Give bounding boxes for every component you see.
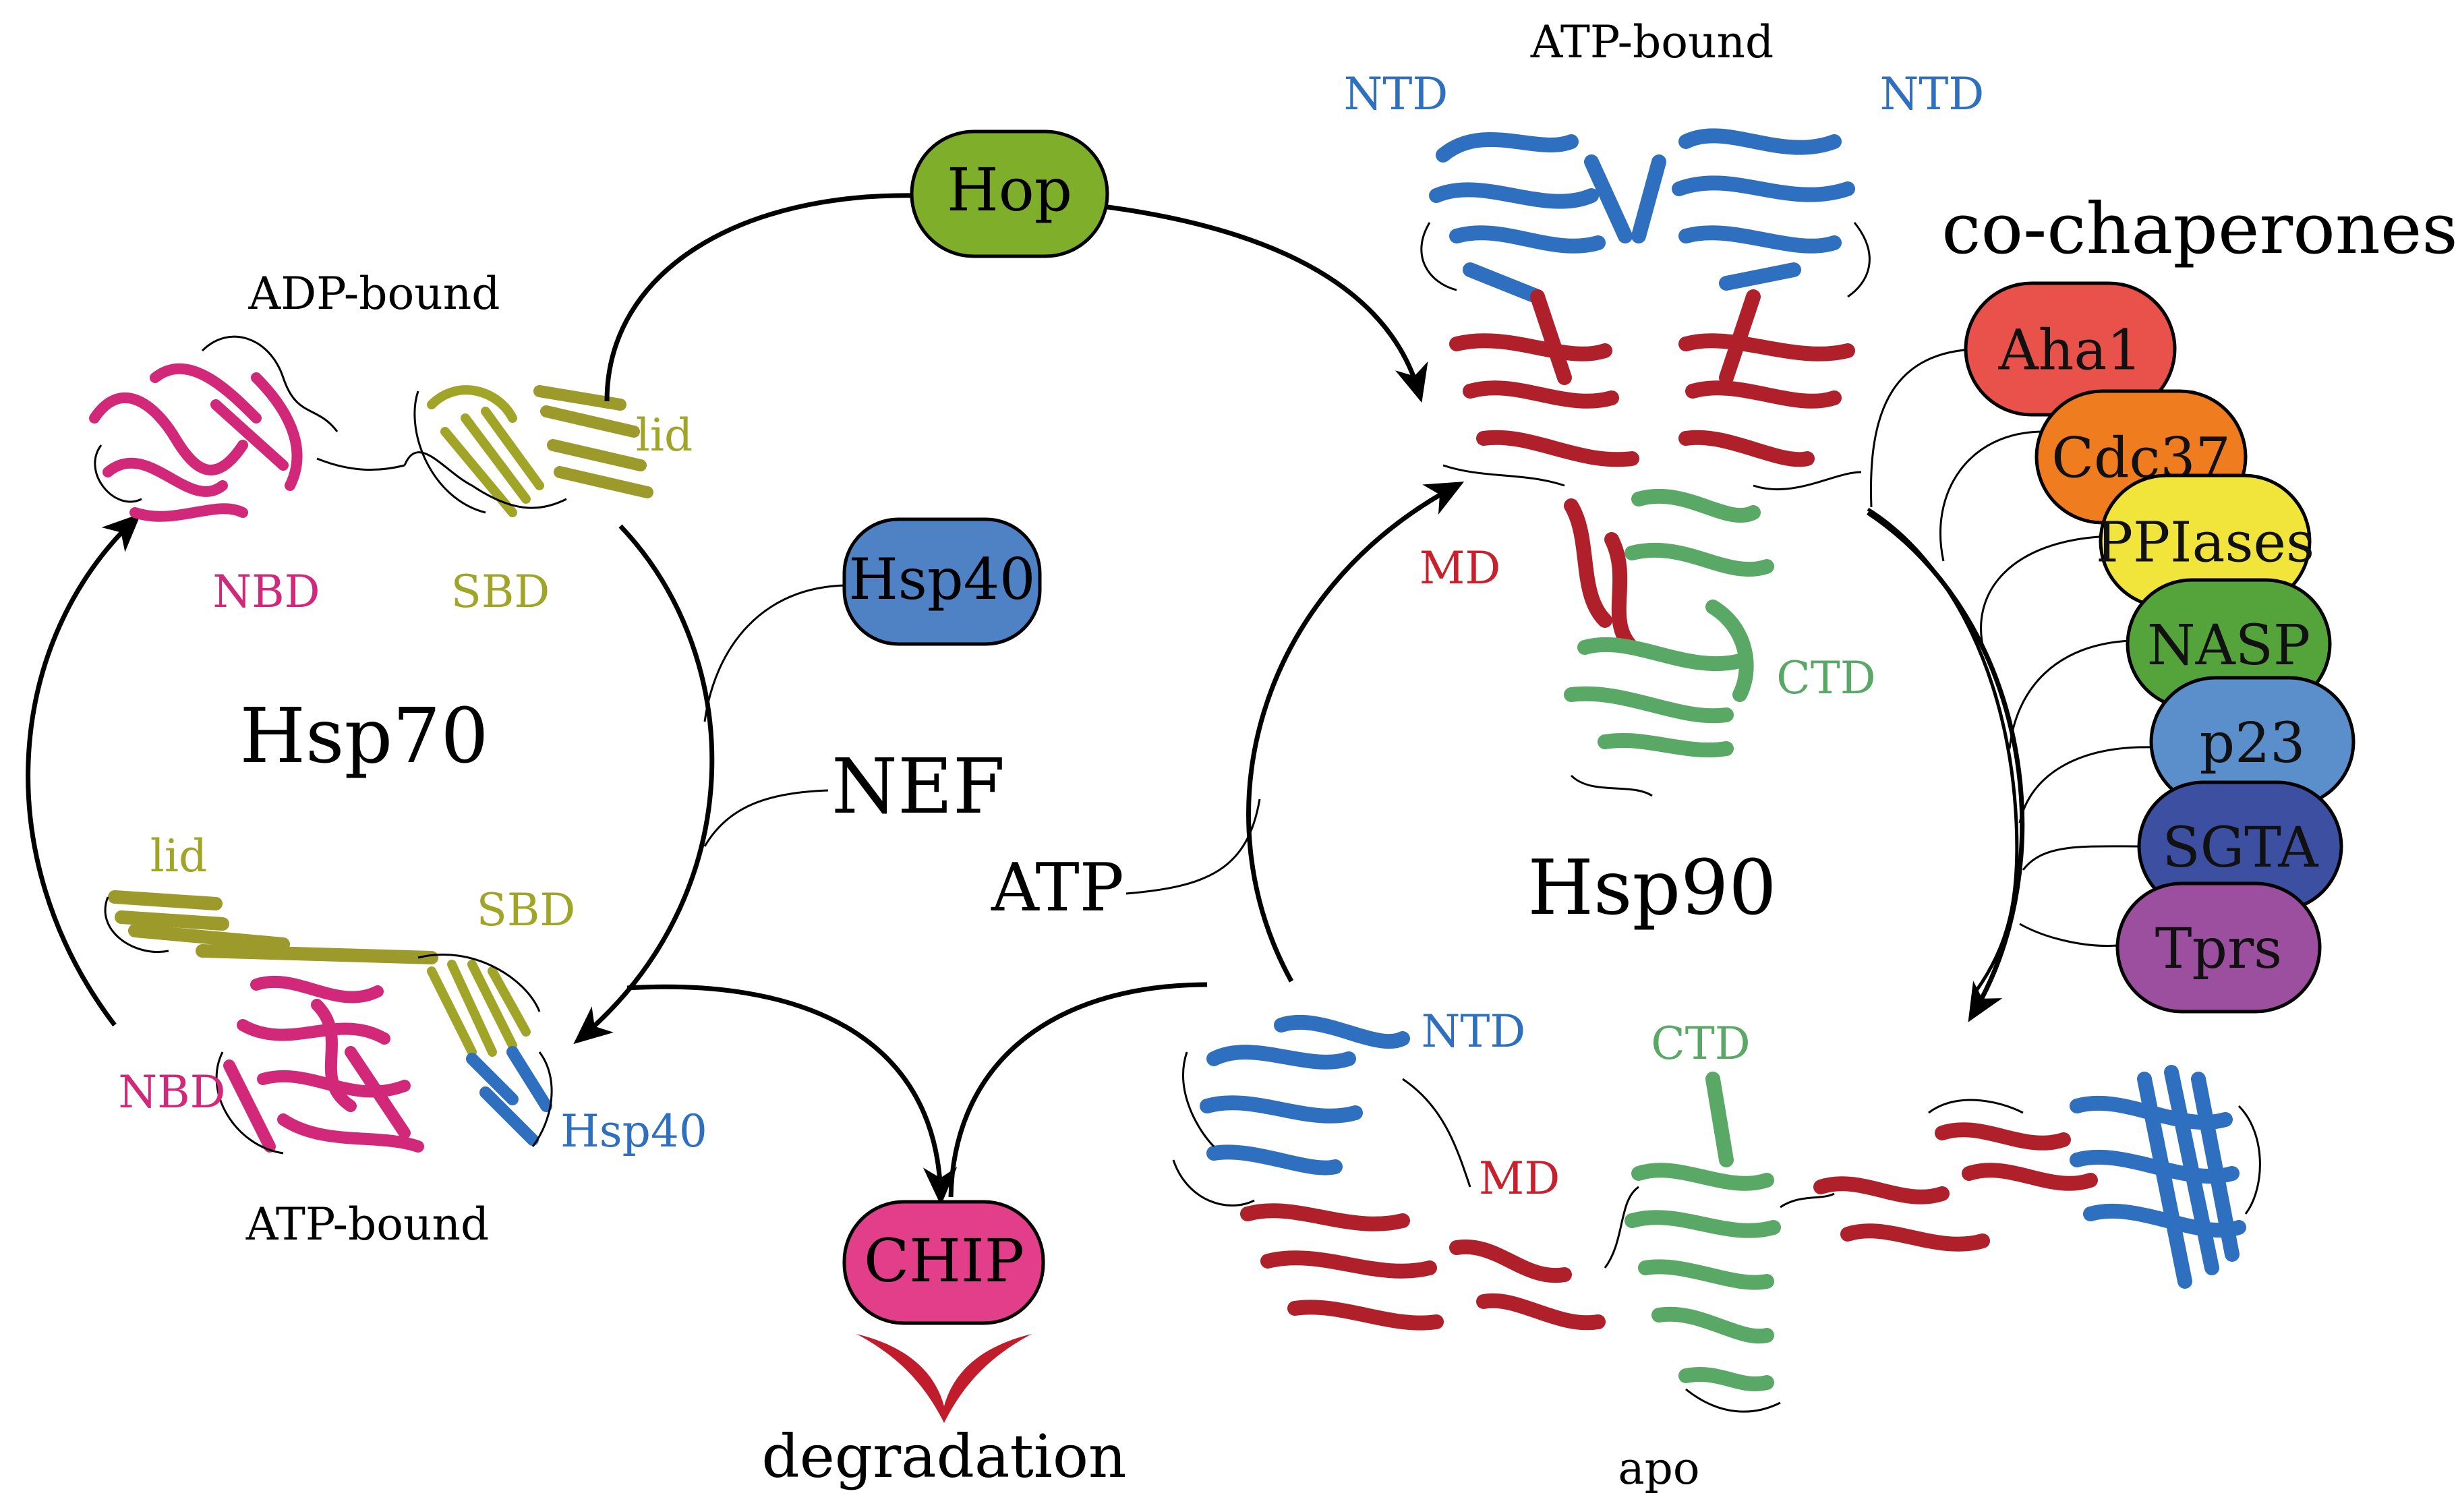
cochaperone-label: SGTA	[2162, 816, 2319, 880]
hsp40-ribbon-bottom	[466, 1046, 552, 1146]
hsp70-title: Hsp70	[239, 693, 488, 780]
cochaperones-title: co-chaperones	[1941, 187, 2458, 270]
degradation-icon	[856, 1334, 1032, 1423]
hsp90-atp-bound-structure	[1420, 128, 1871, 797]
nef-connector	[703, 789, 829, 847]
hsp70-right-arc-arrow	[573, 524, 715, 1045]
hsp70-atp-bound-label: ATP-bound	[245, 1198, 489, 1250]
hsp90-ntd-apo-label: NTD	[1422, 1006, 1526, 1057]
cochaperone-pill-p23: p23	[2149, 676, 2355, 808]
hsp90-md-apo-label: MD	[1479, 1153, 1560, 1204]
hsp70-left-arc-arrow	[26, 513, 142, 1027]
lid-ribbon-top	[533, 385, 653, 498]
cochaperone-pill-tprs: Tprs	[2115, 881, 2322, 1014]
hsp70-nbd-bottom-label: NBD	[118, 1066, 225, 1118]
nbd-ribbon-top	[89, 364, 303, 522]
hsp70-sbd-bottom-label: SBD	[477, 884, 576, 936]
hsp90-to-chip-arrow	[948, 982, 1208, 1198]
hsp70-nbd-top-label: NBD	[212, 566, 320, 618]
hsp70-adp-bound-structure	[89, 335, 653, 522]
hsp90-ntd-right-label: NTD	[1880, 68, 1985, 120]
nbd-ribbon-bottom	[223, 975, 424, 1153]
md-ribbon-apo-right	[1813, 1122, 2098, 1252]
hsp90-ctd-apo-label: CTD	[1651, 1018, 1750, 1070]
ntd-ribbon-apo-right	[2070, 1065, 2246, 1289]
hsp90-apo-structure	[1172, 1014, 2261, 1413]
hsp70-cycle: Hsp70 ADP-bound ATP-bound NBD SBD lid li…	[26, 268, 715, 1250]
hsp70-lid-top-label: lid	[636, 409, 693, 461]
hsp90-ctd-top-label: CTD	[1776, 652, 1875, 704]
ntd-ribbon-atp	[1429, 128, 1855, 304]
sbd-ribbon-top	[427, 385, 544, 517]
md-ribbon-atp	[1449, 289, 1855, 655]
cochaperone-label: NASP	[2147, 614, 2310, 678]
ctd-ribbon-apo	[1625, 1072, 1781, 1392]
hsp70-atp-bound-structure	[104, 890, 553, 1155]
hsp90-apo-label: apo	[1618, 1443, 1699, 1494]
nef-label: NEF	[831, 743, 1005, 831]
hsp70-adp-bound-label: ADP-bound	[248, 268, 500, 320]
hsp40-connector	[703, 584, 847, 722]
ctd-ribbon-atp	[1564, 488, 1774, 758]
cochaperone-label: PPIases	[2096, 511, 2314, 575]
cochaperones-stack: co-chaperones Aha1Cdc37PPIasesNASPp23SGT…	[1867, 187, 2458, 1014]
cochaperone-pill-ppiases: PPIases	[2096, 473, 2314, 609]
cochaperone-pill-shape	[2115, 881, 2322, 1014]
atp-connector	[1125, 798, 1261, 895]
hsp90-ntd-left-label: NTD	[1344, 68, 1449, 120]
hsp90-cycle: Hsp90 ATP-bound NTD NTD MD CTD NTD CTD M…	[1172, 16, 2261, 1494]
hsp70-hsp40-domain-label: Hsp40	[560, 1105, 707, 1157]
atp-label: ATP	[991, 850, 1124, 927]
factors: Hop Hsp40 NEF ATP CHIP degradation	[604, 129, 1428, 1491]
md-ribbon-apo-left	[1240, 1203, 1606, 1331]
degradation-label: degradation	[761, 1422, 1126, 1491]
hsp90-md-top-label: MD	[1420, 542, 1501, 594]
cochaperone-connectors	[1870, 348, 2155, 947]
hsp70-sbd-top-label: SBD	[451, 566, 550, 618]
hop-pill	[910, 129, 1109, 258]
chip-pill	[842, 1200, 1045, 1325]
lid-ribbon-bottom	[108, 890, 438, 964]
chip-label: CHIP	[864, 1226, 1024, 1296]
cochaperone-pill-aha1: Aha1	[1964, 281, 2177, 417]
sbd-ribbon-bottom	[427, 960, 531, 1057]
hsp90-atp-bound-label: ATP-bound	[1530, 16, 1774, 68]
cochaperone-label: p23	[2200, 711, 2306, 776]
hsp70-lid-bottom-label: lid	[150, 830, 207, 882]
cochaperone-label: Aha1	[1997, 319, 2142, 383]
cochaperone-label: Tprs	[2155, 917, 2282, 981]
hsp90-title: Hsp90	[1527, 844, 1776, 932]
hsp40-label: Hsp40	[848, 546, 1035, 612]
hsp90-left-arc-arrow	[1246, 482, 1465, 983]
hsp70-to-chip-arrow	[626, 984, 958, 1206]
ntd-ribbon-apo-left	[1200, 1014, 1410, 1175]
hop-label: Hop	[947, 155, 1072, 225]
cochaperones-bracket-curve	[1867, 507, 2019, 993]
cochaperone-pill-sgta: SGTA	[2137, 780, 2343, 912]
hsp40-pill	[842, 517, 1042, 646]
